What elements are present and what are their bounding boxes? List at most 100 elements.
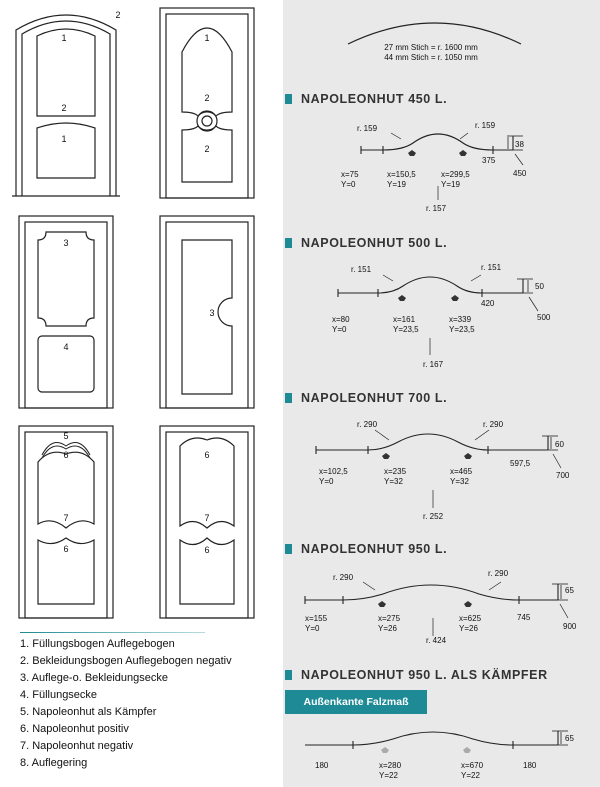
s500-total: 500 (537, 313, 551, 322)
legend-divider (20, 632, 205, 633)
s450-p2y: Y=19 (387, 180, 406, 189)
profile-450 (360, 132, 524, 200)
s500-p1x: x=80 (332, 315, 350, 324)
s700-height: 60 (555, 440, 564, 449)
door-5 (18, 425, 114, 619)
point-marker (381, 747, 389, 753)
door-2-label-1: 1 (204, 33, 209, 43)
section-title-700: NAPOLEONHUT 700 L. (285, 391, 447, 405)
s950k-p2x: x=280 (379, 761, 402, 770)
s950k-height: 65 (565, 734, 574, 743)
point-marker (451, 295, 459, 301)
point-marker (398, 295, 406, 301)
door-1-label-3: 1 (61, 134, 66, 144)
legend-item: 8. Auflegering (20, 757, 88, 769)
legend-item: 1. Füllungsbogen Auflegebogen (20, 638, 175, 650)
arc-note-line-2: 44 mm Stich = r. 1050 mm (384, 53, 478, 62)
outer-edge-falzmass-button[interactable]: Außenkante Falzmaß (285, 690, 427, 714)
point-marker (459, 150, 467, 156)
point-marker (464, 601, 472, 607)
arc-note-line-1: 27 mm Stich = r. 1600 mm (384, 43, 478, 52)
profile-950 (304, 581, 569, 636)
s700-p3x: x=465 (450, 467, 473, 476)
s500-height: 50 (535, 282, 544, 291)
s950-total: 900 (563, 622, 577, 631)
point-marker (378, 601, 386, 607)
s950k-p2y: Y=22 (379, 771, 398, 780)
door-4 (159, 215, 255, 409)
section-title-text: NAPOLEONHUT 450 L. (301, 92, 448, 106)
profile-500 (337, 274, 539, 355)
door-1 (12, 14, 120, 197)
s700-half: 597,5 (510, 459, 531, 468)
s500-p3x: x=339 (449, 315, 472, 324)
s950-half: 745 (517, 613, 531, 622)
s950k-left: 180 (315, 761, 329, 770)
s950-p2x: x=275 (378, 614, 401, 623)
section-marker (285, 94, 292, 104)
s450-p3y: Y=19 (441, 180, 460, 189)
s450-total: 450 (513, 169, 527, 178)
section-title-950-kaempfer: NAPOLEONHUT 950 L. ALS KÄMPFER (285, 668, 548, 682)
door-6-label-2: 7 (204, 513, 209, 523)
s700-p2y: Y=32 (384, 477, 403, 486)
s450-p2x: x=150,5 (387, 170, 416, 179)
door-2-label-2: 2 (204, 93, 209, 103)
s450-height: 38 (515, 140, 524, 149)
s500-p2x: x=161 (393, 315, 416, 324)
section-title-text: NAPOLEONHUT 500 L. (301, 236, 448, 250)
s500-r-left: r. 151 (351, 265, 372, 274)
legend-item: 5. Napoleonhut als Kämpfer (20, 706, 157, 718)
door-5-label-3: 7 (63, 513, 68, 523)
door-1-tag: 2 (115, 10, 120, 20)
s500-half: 420 (481, 299, 495, 308)
s500-r-bottom: r. 167 (423, 360, 444, 369)
legend-item: 4. Füllungsecke (20, 689, 98, 701)
s500-p2y: Y=23,5 (393, 325, 419, 334)
s950-height: 65 (565, 586, 574, 595)
s950-p3x: x=625 (459, 614, 482, 623)
door-6-label-3: 6 (204, 545, 209, 555)
door-2-label-3: 2 (204, 144, 209, 154)
door-drawings-svg: 2 1 2 1 1 2 2 3 4 3 5 6 7 6 6 7 6 (12, 7, 255, 619)
s950-r-left: r. 290 (333, 573, 354, 582)
legend-list: 1. Füllungsbogen Auflegebogen 2. Bekleid… (20, 636, 275, 772)
door-3-label-1: 3 (63, 238, 68, 248)
profile-drawings-svg: 27 mm Stich = r. 1600 mm 44 mm Stich = r… (304, 22, 577, 780)
section-marker (285, 544, 292, 554)
section-title-450: NAPOLEONHUT 450 L. (285, 92, 447, 106)
s950k-p3y: Y=22 (461, 771, 480, 780)
s450-p1x: x=75 (341, 170, 359, 179)
point-marker (408, 150, 416, 156)
arc-note: 27 mm Stich = r. 1600 mm 44 mm Stich = r… (347, 22, 522, 62)
door-6 (159, 425, 255, 619)
section-title-500: NAPOLEONHUT 500 L. (285, 236, 447, 250)
point-marker (464, 453, 472, 459)
s700-p1y: Y=0 (319, 477, 334, 486)
section-title-text: NAPOLEONHUT 950 L. (301, 542, 448, 556)
door-2 (159, 7, 255, 199)
door-3-label-2: 4 (63, 342, 68, 352)
door-5-label-4: 6 (63, 544, 68, 554)
door-4-label-1: 3 (209, 308, 214, 318)
s700-total: 700 (556, 471, 570, 480)
s700-p3y: Y=32 (450, 477, 469, 486)
s450-r-left: r. 159 (357, 124, 378, 133)
s500-p3y: Y=23,5 (449, 325, 475, 334)
legend-item: 6. Napoleonhut positiv (20, 723, 129, 735)
s450-p1y: Y=0 (341, 180, 356, 189)
section-title-text: NAPOLEONHUT 950 L. ALS KÄMPFER (301, 668, 548, 682)
s950-r-right: r. 290 (488, 569, 509, 578)
s450-r-right: r. 159 (475, 121, 496, 130)
door-3 (18, 215, 114, 409)
profile-950-kaempfer (305, 730, 568, 749)
legend-item: 7. Napoleonhut negativ (20, 740, 134, 752)
s950-r-bottom: r. 424 (426, 636, 447, 645)
door-6-label-1: 6 (204, 450, 209, 460)
door-illustrations: 2 1 2 1 1 2 2 3 4 3 5 6 7 6 6 7 6 (0, 0, 283, 787)
s500-r-right: r. 151 (481, 263, 502, 272)
s950-p2y: Y=26 (378, 624, 397, 633)
legend-item: 3. Auflege-o. Bekleidungsecke (20, 672, 168, 684)
profile-panel (283, 0, 600, 787)
profile-700 (315, 429, 562, 508)
